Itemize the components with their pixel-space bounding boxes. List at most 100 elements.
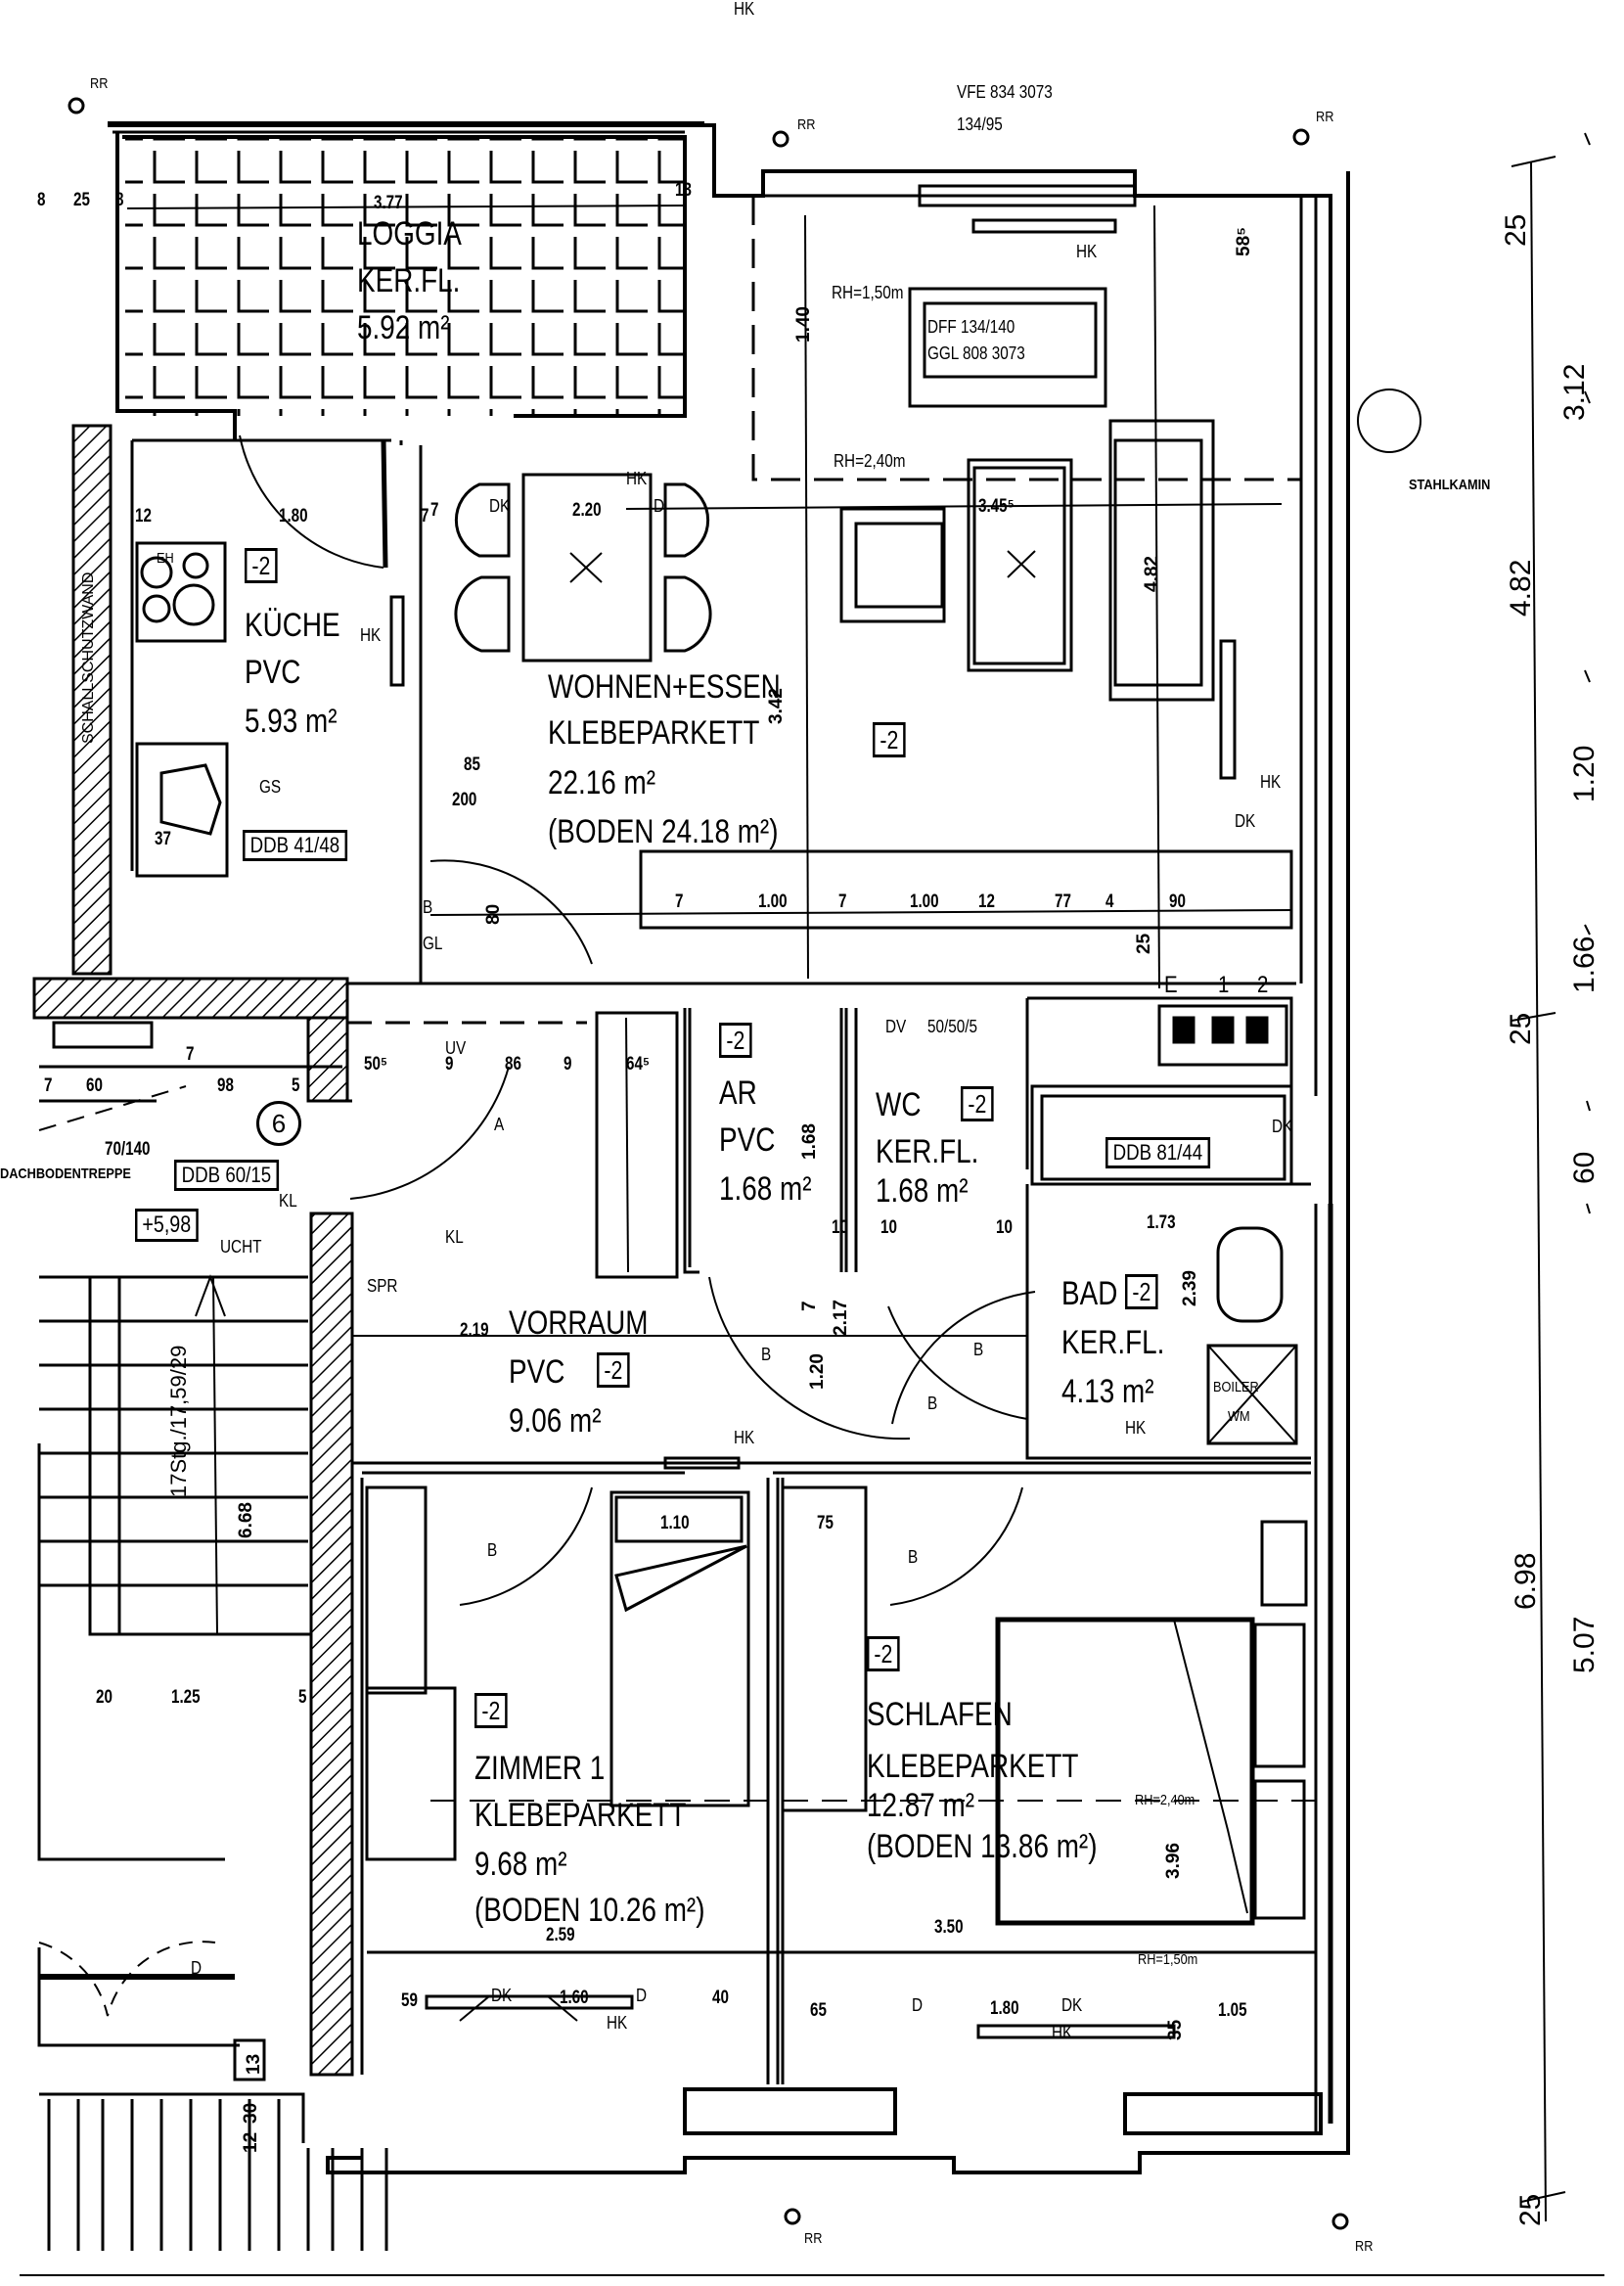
- dv-label: DV: [885, 1017, 907, 1036]
- dim: 1.68: [799, 1123, 820, 1160]
- dim: 13: [244, 2053, 264, 2075]
- room-area: 5.93 m²: [245, 703, 338, 740]
- dim: 6.68: [236, 1502, 256, 1538]
- dim: 2.19: [460, 1320, 489, 1341]
- dim: 7: [421, 506, 429, 526]
- dim: 3.50: [934, 1917, 964, 1938]
- dim: 7: [675, 892, 684, 912]
- dim: 98: [217, 1075, 234, 1096]
- room-area: 12.87 m²: [867, 1787, 975, 1824]
- door-type-label: B: [973, 1340, 984, 1359]
- dim: 12: [978, 892, 995, 912]
- room-floor: KLEBEPARKETT: [867, 1748, 1079, 1785]
- room-floor-area: (BODEN 13.86 m²): [867, 1828, 1098, 1865]
- dim: 2.39: [1180, 1270, 1200, 1306]
- dim: 7: [430, 500, 439, 521]
- window-type-label: D: [654, 496, 665, 516]
- room-floor: PVC: [245, 654, 301, 691]
- room-floor-area: (BODEN 24.18 m²): [548, 813, 779, 850]
- room-name: BAD: [1061, 1275, 1118, 1312]
- door-type-label: A: [494, 1115, 505, 1134]
- dim: 10: [880, 1217, 897, 1238]
- dim: 75: [817, 1513, 834, 1533]
- door-size-height: 200: [452, 790, 477, 810]
- dim: 25: [1500, 213, 1532, 247]
- light-label: UCHT: [220, 1237, 262, 1257]
- right-dimension-chain: [1357, 132, 1591, 2222]
- dim: 4.82: [1142, 556, 1162, 592]
- dim: 86: [505, 1054, 521, 1074]
- stove-label: EH: [157, 550, 174, 567]
- dim: 1.73: [1147, 1212, 1176, 1233]
- dim: 25: [73, 190, 90, 210]
- dim: 6.98: [1510, 1552, 1542, 1610]
- dim: 3.42: [766, 688, 787, 724]
- kitchen-walls: [130, 434, 405, 878]
- chimney-label: STAHLKAMIN: [1409, 477, 1491, 493]
- dishwasher-label: GS: [259, 777, 282, 797]
- lamp-label: KL: [445, 1227, 464, 1247]
- loggia-width: 3.77: [374, 193, 403, 213]
- dim: 59: [401, 1990, 418, 2011]
- window-type-label: DK: [1061, 1995, 1083, 2015]
- room-area: 1.68 m²: [719, 1170, 812, 1208]
- room-floor: KLEBEPARKETT: [474, 1797, 687, 1834]
- level-badge: -2: [867, 1636, 900, 1671]
- dim: 60: [86, 1075, 103, 1096]
- level-badge: -2: [961, 1086, 994, 1121]
- dim: 7: [838, 892, 847, 912]
- dim: 40: [712, 1988, 729, 2008]
- plan-ref-date: 134/95: [957, 114, 1003, 134]
- dim: 4: [1105, 892, 1114, 912]
- dim: 1.20: [807, 1353, 828, 1390]
- stair-steps-label: 17Stg./17,59/29: [166, 1345, 191, 1497]
- dim: 10: [996, 1217, 1013, 1238]
- dim: 65: [810, 2000, 827, 2021]
- room-area: 9.68 m²: [474, 1846, 567, 1883]
- skylight-label: DFF 134/140: [927, 317, 1015, 337]
- room-name: LOGGIA: [357, 215, 462, 252]
- radiator-label: HK: [1125, 1418, 1147, 1438]
- room-area: 5.92 m²: [357, 309, 450, 346]
- dim-kitchen-door: 1.80: [279, 506, 308, 526]
- dim-dining: 2.20: [572, 500, 602, 521]
- radiator-label: HK: [1052, 2023, 1073, 2042]
- unit-number-badge: 6: [256, 1101, 301, 1146]
- dim: 1.66: [1568, 936, 1601, 993]
- radiator-label: HK: [626, 469, 648, 488]
- radiator-label: HK: [1076, 242, 1098, 261]
- room-area: 4.13 m²: [1061, 1373, 1154, 1410]
- meter-1-label: 1: [1218, 972, 1230, 998]
- dim: 1.20: [1568, 745, 1601, 802]
- dim: 30: [241, 2102, 261, 2124]
- dim: 80: [483, 903, 504, 925]
- lamp-label: KL: [279, 1191, 297, 1211]
- dim: 5.07: [1568, 1616, 1601, 1673]
- dim: 1.80: [990, 1998, 1019, 2019]
- door-size-width: 85: [464, 754, 480, 775]
- dim: 25: [1505, 1012, 1537, 1045]
- room-area: 1.68 m²: [876, 1172, 969, 1210]
- dim: 8: [37, 190, 46, 210]
- dim: 7: [44, 1075, 53, 1096]
- dim: 12: [135, 506, 152, 526]
- sill-height-label: RH=1,50m: [832, 283, 904, 302]
- window-type-label: DK: [489, 496, 511, 516]
- dim: 50⁵: [364, 1054, 388, 1074]
- level-badge: -2: [597, 1352, 630, 1388]
- bedroom-walls: [360, 1478, 1323, 2135]
- landing-level-badge: +5,98: [135, 1209, 199, 1242]
- door-type-label: B: [487, 1540, 498, 1560]
- room-name: WC: [876, 1086, 922, 1123]
- glass-door-label: GL: [423, 934, 443, 953]
- dim: 77: [1055, 892, 1071, 912]
- sill-height-label: RH=1,50m: [1138, 1951, 1198, 1968]
- level-badge: -2: [474, 1693, 508, 1728]
- roof-drain-label: RR: [90, 75, 109, 92]
- room-floor-area: (BODEN 10.26 m²): [474, 1892, 705, 1929]
- wc-fixture-size: 50/50/5: [927, 1017, 978, 1036]
- dim: 12: [241, 2131, 261, 2153]
- dim: 60: [1568, 1151, 1601, 1184]
- door-type-label: B: [761, 1345, 772, 1364]
- dim: 25: [1134, 933, 1154, 954]
